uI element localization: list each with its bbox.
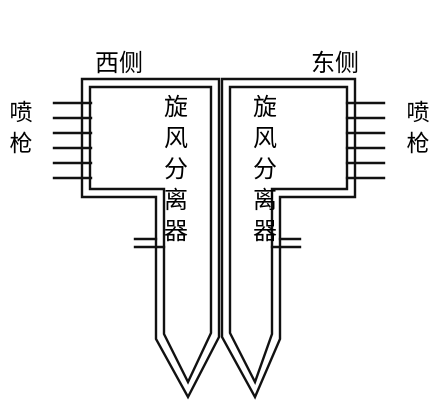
vertical-label-character: 枪 [406, 131, 430, 157]
vertical-label-character: 喷 [406, 100, 430, 126]
west-side-label: 西侧 [95, 49, 143, 77]
vertical-label-character: 旋 [164, 93, 188, 121]
vertical-label-character: 离 [164, 186, 188, 214]
vertical-label-character: 器 [164, 217, 188, 245]
vertical-label-character: 喷 [9, 100, 33, 126]
east-nozzle-label: 喷枪 [403, 96, 433, 158]
vertical-label-character: 离 [253, 186, 277, 214]
west-cyclone-inner-outline [88, 85, 213, 385]
vertical-label-character: 器 [253, 217, 277, 245]
vertical-label-character: 分 [253, 155, 277, 183]
east-cyclone-separator-label: 旋风分离器 [250, 92, 280, 247]
west-nozzle-label: 喷枪 [6, 96, 36, 158]
vertical-label-character: 风 [253, 124, 277, 152]
west-cyclone-outer-outline [80, 77, 221, 400]
west-cyclone-separator-label: 旋风分离器 [161, 92, 191, 247]
east-side-label: 东侧 [311, 49, 359, 77]
vertical-label-character: 枪 [9, 131, 33, 157]
east-cyclone-inner-outline [228, 85, 349, 386]
vertical-label-character: 分 [164, 155, 188, 183]
vertical-label-character: 风 [164, 124, 188, 152]
vertical-label-character: 旋 [253, 93, 277, 121]
